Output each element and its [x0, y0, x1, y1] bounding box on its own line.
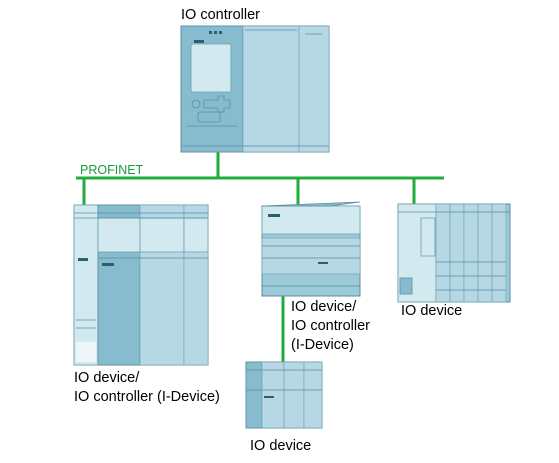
io-device-middle-label-line3: (I-Device)	[291, 337, 354, 353]
profinet-bus	[76, 152, 444, 362]
io-device-middle	[261, 201, 361, 297]
profinet-label: PROFINET	[80, 163, 144, 177]
io-device-left-label-line1: IO device/	[74, 370, 140, 386]
io-device-middle-label-line2: IO controller	[291, 318, 370, 334]
io-device-right-label: IO device	[401, 303, 463, 319]
io-device-right	[397, 203, 511, 303]
io-device-bottom-label: IO device	[250, 438, 312, 454]
io-device-bottom	[245, 361, 323, 429]
io-controller-device	[180, 25, 330, 153]
io-device-middle-label-line1: IO device/	[291, 299, 357, 315]
io-controller-label: IO controller	[181, 7, 260, 23]
io-device-left	[73, 204, 209, 366]
io-device-left-label-line2: IO controller (I-Device)	[74, 389, 220, 405]
